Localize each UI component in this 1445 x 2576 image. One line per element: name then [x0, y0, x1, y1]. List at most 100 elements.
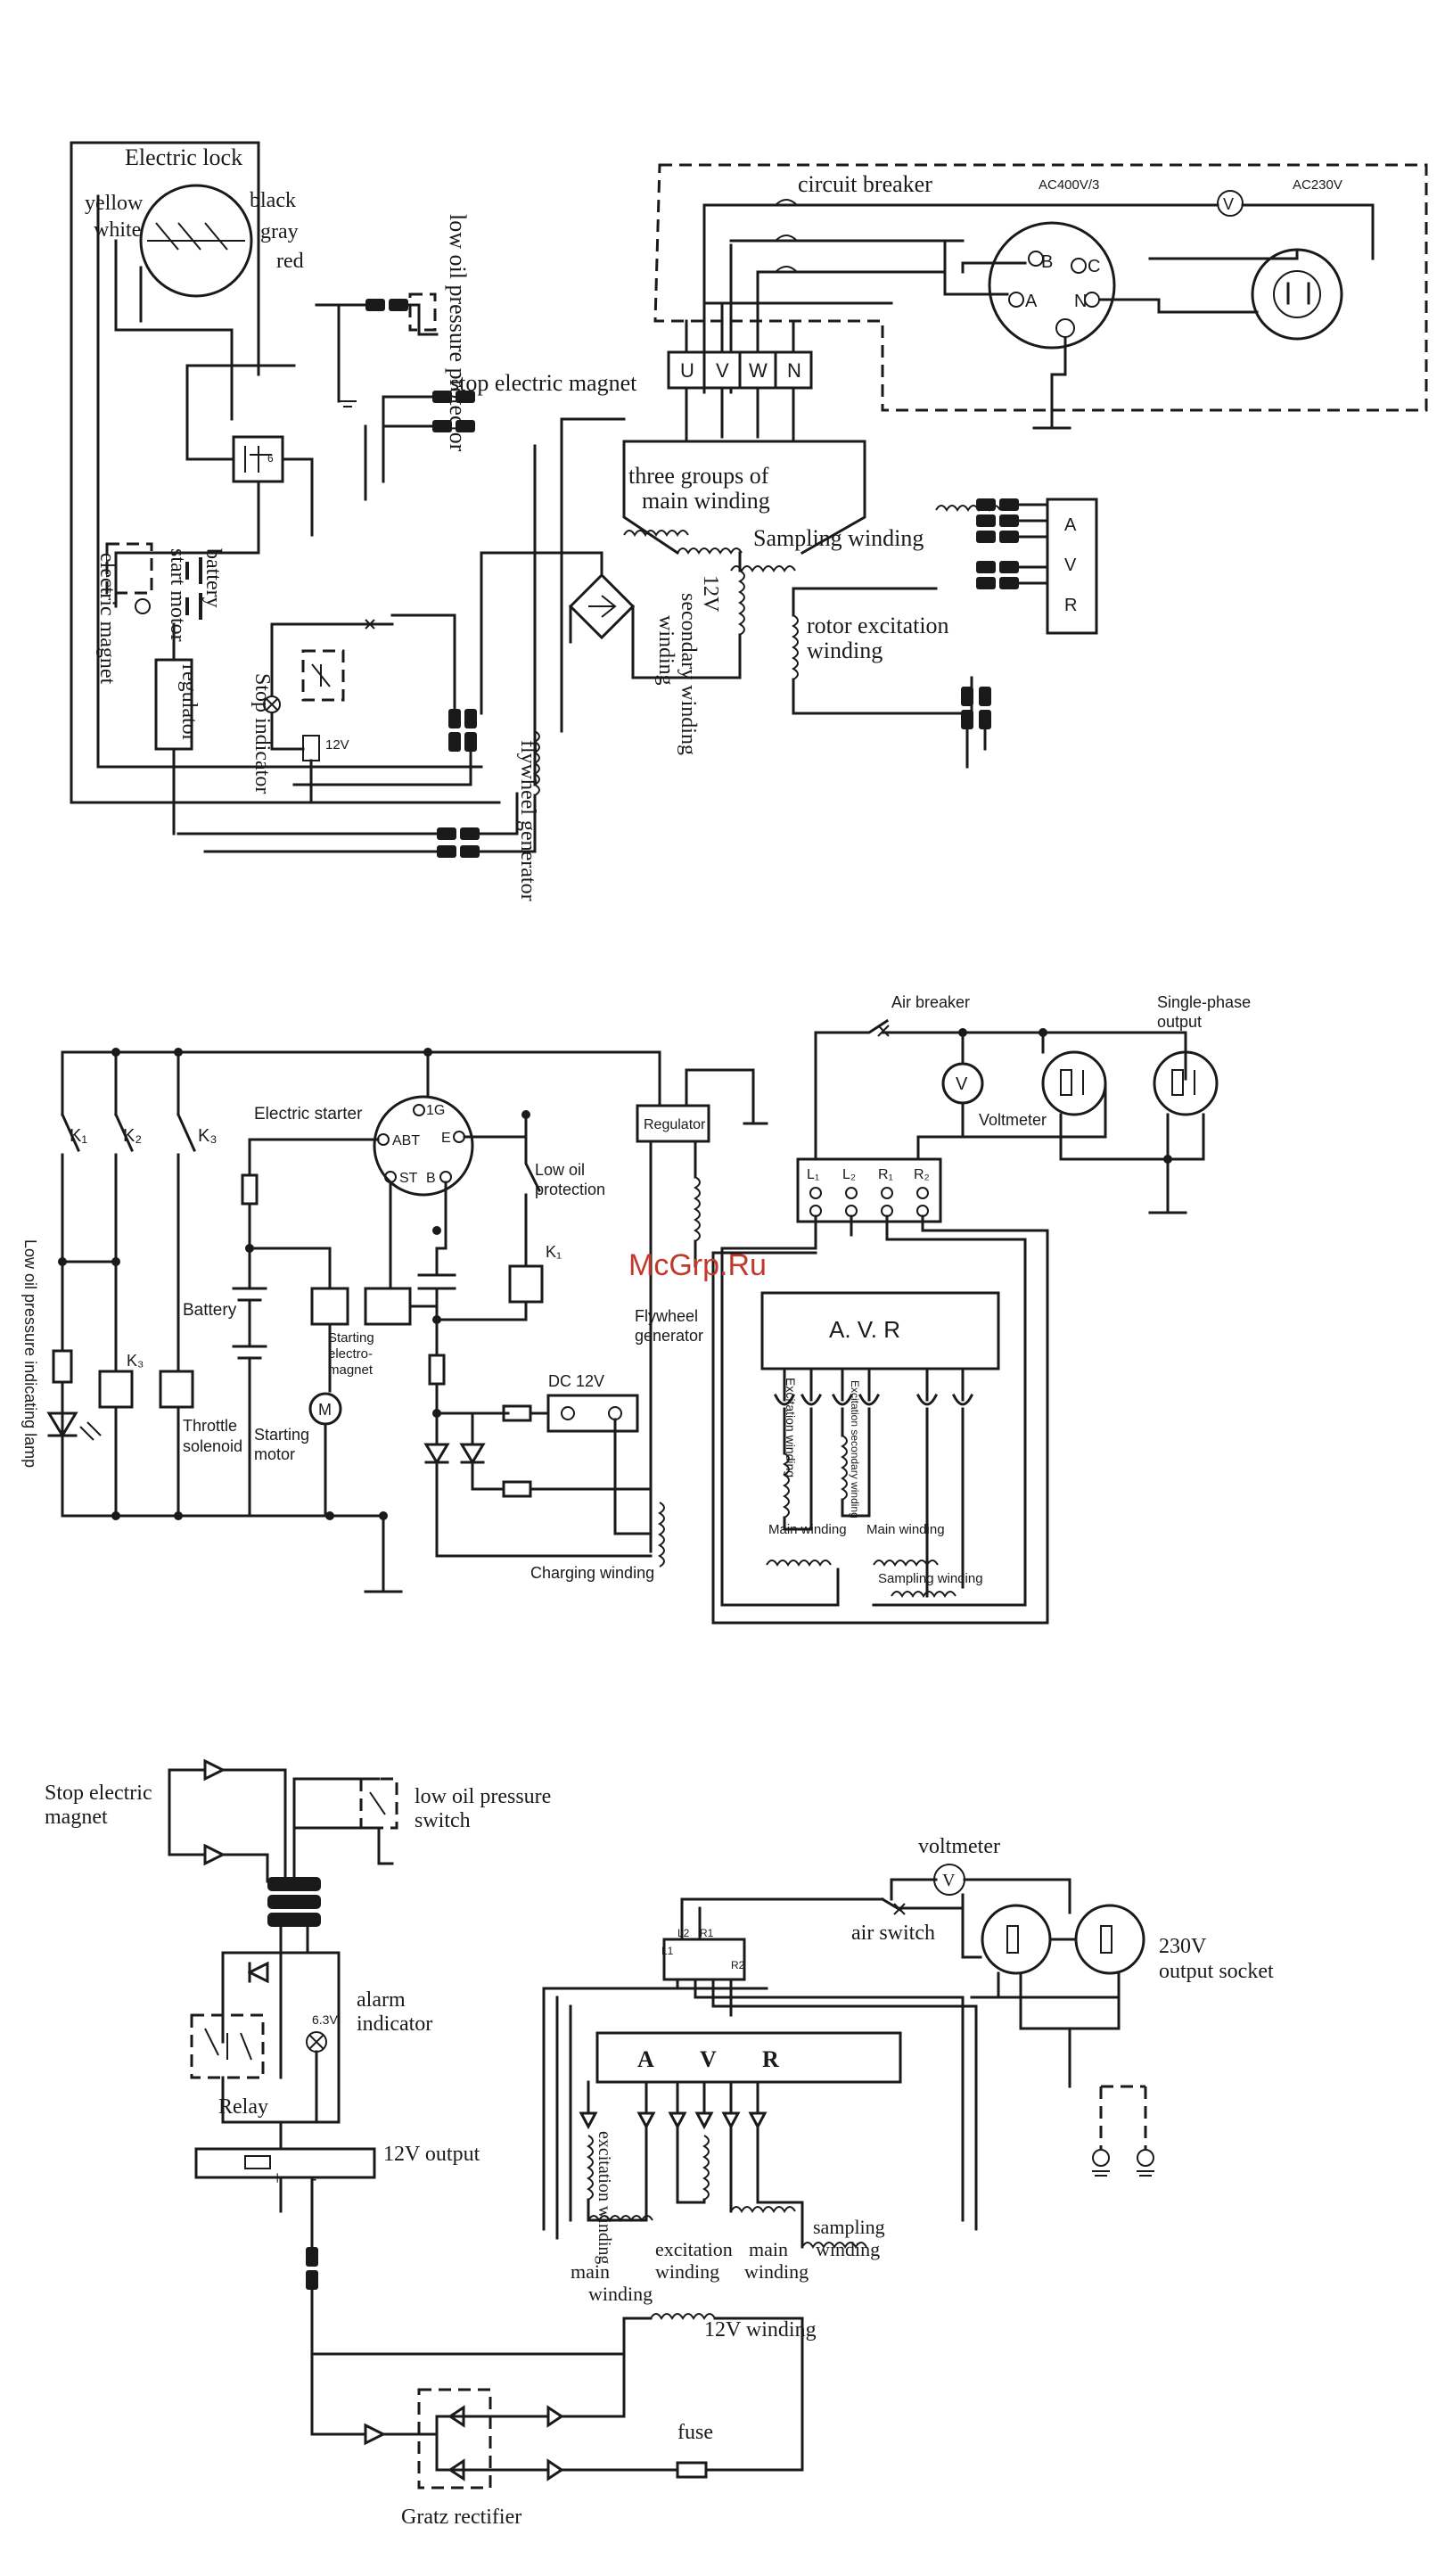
excitation-winding-label-d2: Excitation winding: [784, 1378, 798, 1477]
socket-b-label: B: [1041, 252, 1053, 272]
socket-c-label: C: [1088, 257, 1100, 276]
motor-symbol: M: [318, 1401, 332, 1419]
throttle-label-2: solenoid: [183, 1437, 242, 1455]
d3-avr-r: R: [762, 2046, 779, 2072]
throttle-label-1: Throttle: [183, 1417, 237, 1435]
d1-voltmeter-symbol: V: [1223, 195, 1234, 213]
secondary-12v-label: 12V: [699, 575, 722, 613]
low-oil-switch-label-1: low oil pressure: [415, 1785, 551, 1808]
d2-protection-charging: Low oil protection K₁ DC 12V: [417, 1110, 665, 1582]
stop-electric-magnet: stop electric magnet: [364, 370, 637, 501]
d3-relay-alarm: alarm indicator 6.3V Relay: [190, 1951, 432, 2124]
single-phase-label-1: Single-phase: [1157, 993, 1251, 1011]
three-groups-label-1: three groups of: [628, 463, 769, 489]
k1-label: K₁: [70, 1126, 87, 1146]
terminal-w: W: [749, 359, 768, 382]
electric-lock-label: Electric lock: [125, 144, 242, 170]
excitation-secondary-coil: [842, 1435, 848, 1501]
d3-gratz-rectifier: Gratz rectifier fuse: [382, 2317, 804, 2529]
main-winding-coil-3: [623, 530, 689, 536]
d3-avr-v: V: [700, 2046, 717, 2072]
d1-12v-label: 12V: [325, 737, 349, 753]
k3-label: K₃: [198, 1126, 217, 1146]
d3-minus-label: -: [310, 2167, 316, 2189]
k2-label: K₂: [123, 1126, 142, 1146]
output-230-label-2: output socket: [1159, 1960, 1274, 1983]
d3-output-sockets: voltmeter V air switch 230V output socke…: [851, 1835, 1274, 2177]
protector-connector: [365, 299, 408, 311]
battery-label-d2: Battery: [183, 1301, 237, 1320]
d3-stop-magnet-label-2: magnet: [45, 1806, 108, 1829]
regulator-label-d2: Regulator: [644, 1117, 706, 1132]
charging-coil: [659, 1502, 665, 1568]
secondary-winding-label: secondary winding: [677, 593, 700, 755]
flywheel-coil-d2: [694, 1176, 701, 1242]
sampling-winding-label: Sampling winding: [753, 525, 924, 551]
d3-excitation-label-1: excitation: [655, 2238, 733, 2260]
terminal-b-label: B: [426, 1171, 436, 1186]
d3-excitation-coil-2: [703, 2135, 710, 2201]
excitation-winding-label-d3: excitation winding: [595, 2131, 614, 2264]
d2-battery-motor: Battery Starting electro- magnet M Start…: [183, 1173, 439, 1518]
rotor-excitation-winding: rotor excitation winding: [792, 587, 991, 769]
starting-magnet-label-1: Starting: [328, 1330, 374, 1346]
d3-main-coil-2: [730, 2206, 796, 2212]
wire-gray-label: gray: [260, 220, 299, 243]
diagram-1: Electric lock yellow black white gray re…: [70, 141, 1428, 901]
sampling-winding: Sampling winding: [753, 498, 1049, 589]
wire-black-label: black: [250, 189, 296, 212]
ac230-label: AC230V: [1293, 177, 1342, 193]
d3-excitation-coil: [587, 2135, 594, 2201]
d3-main2-label-1: main: [749, 2238, 788, 2260]
relay-label-d3: Relay: [218, 2095, 268, 2119]
d3-sampling-label-1: sampling: [813, 2216, 885, 2238]
d2-terminal-block: L₁ L₂ R₁ R₂: [711, 1157, 1049, 1625]
low-oil-protection-label-2: protection: [535, 1181, 605, 1198]
main-winding-label-d2-b: Main winding: [866, 1522, 945, 1537]
terminal-block-uvwn: U V W N: [667, 270, 813, 443]
avr-connector-5: [976, 577, 1019, 589]
control-panel-frame: [70, 141, 501, 804]
d3-12v-output: + - 12V output: [194, 2120, 626, 2446]
d1-mid-connector-2: [464, 709, 477, 752]
flywheel-connector-1: [437, 827, 480, 840]
terminal-1g-label: 1G: [426, 1103, 445, 1118]
low-oil-pressure-protector: low oil pressure protector: [315, 214, 471, 452]
d3-excitation-label-2: winding: [655, 2260, 719, 2283]
starting-motor-label-1: Starting: [254, 1426, 309, 1444]
circuit-breaker-label: circuit breaker: [798, 171, 932, 197]
d3-12v-winding: 12V winding: [622, 2313, 817, 2356]
three-groups-main-winding: three groups of main winding: [533, 417, 866, 786]
starting-motor-label-2: motor: [254, 1445, 295, 1463]
terminal-r2-d2: R₂: [914, 1167, 930, 1182]
avr-connector-1: [976, 498, 1019, 511]
diagram-3: Stop electric magnet low oil pressure sw…: [45, 1758, 1274, 2529]
terminal-n: N: [787, 359, 801, 382]
avr-r-d1: R: [1064, 596, 1077, 615]
circuit-breaker-box: circuit breaker AC400V/3 AC230V V B C A …: [653, 163, 1428, 430]
low-oil-lamp-label: Low oil pressure indicating lamp: [21, 1239, 39, 1468]
starting-magnet-label-2: electro-: [328, 1346, 373, 1362]
charging-winding-label: Charging winding: [530, 1564, 654, 1582]
rotor-connector-2: [979, 687, 991, 729]
d2-voltmeter-symbol: V: [956, 1074, 968, 1094]
terminal-r2-d3: R2: [731, 1959, 745, 1971]
stop-magnet-label: stop electric magnet: [450, 370, 637, 396]
dc12v-label: DC 12V: [548, 1372, 604, 1390]
gratz-label: Gratz rectifier: [401, 2506, 521, 2529]
alarm-label-1: alarm: [357, 1988, 406, 2012]
sampling-winding-label-d2: Sampling winding: [878, 1571, 983, 1586]
terminal-abt-label: ABT: [392, 1133, 420, 1148]
terminal-l1-d2: L₁: [807, 1167, 819, 1182]
electric-magnet-label: electric magnet: [95, 553, 119, 685]
socket-a-label: A: [1025, 292, 1038, 311]
air-breaker-label: Air breaker: [891, 993, 970, 1011]
sampling-coil-d2: [891, 1591, 956, 1597]
wire-yellow-label: yellow: [85, 192, 144, 215]
terminal-v: V: [716, 359, 729, 382]
output-12v-label: 12V output: [383, 2143, 480, 2166]
regulator-label-d1: regulator: [177, 664, 201, 742]
wire-white-label: white: [94, 218, 141, 242]
terminal-l2-d3: L2: [677, 1927, 690, 1939]
